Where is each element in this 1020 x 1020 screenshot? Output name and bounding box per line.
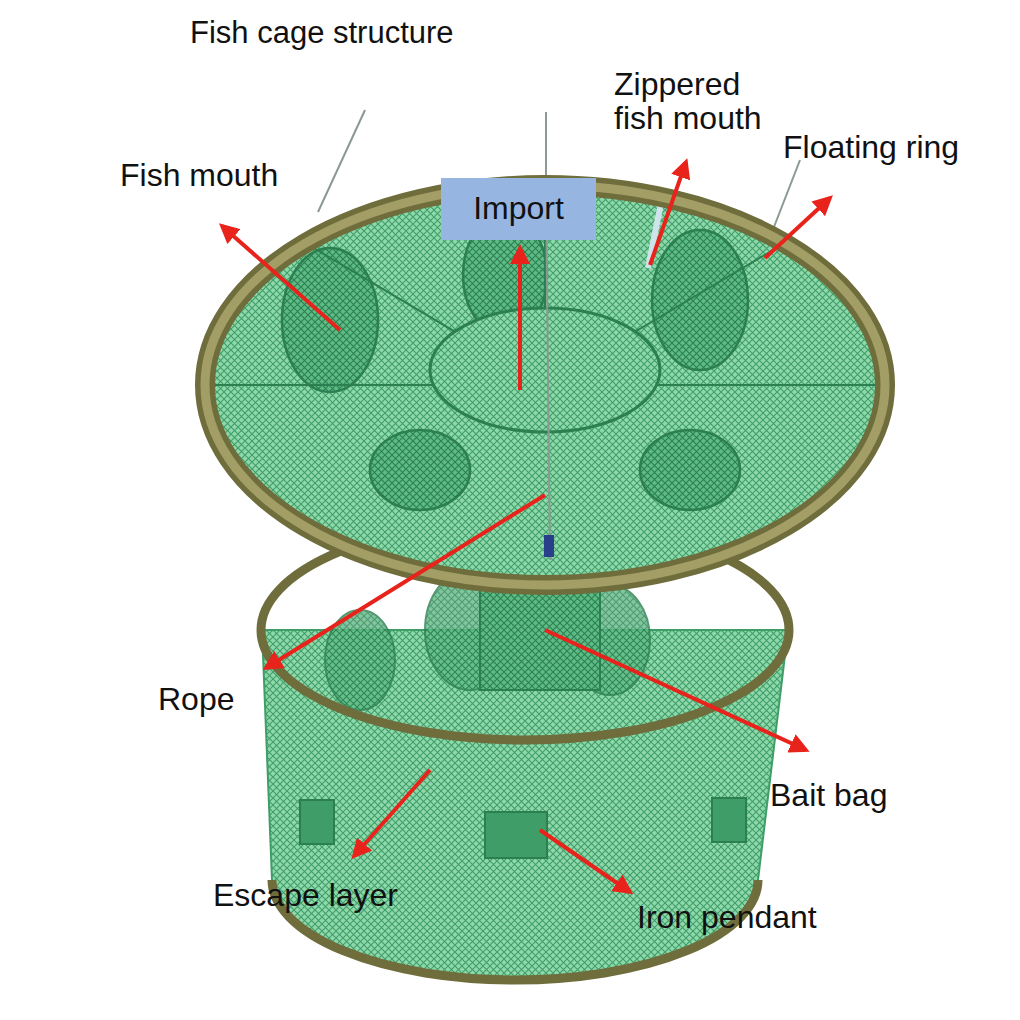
part-label: Rope	[158, 682, 235, 717]
leader-arrow	[545, 630, 806, 750]
floating-ring-highlight	[205, 185, 885, 585]
box-text: Import	[473, 191, 564, 226]
rope-clip	[544, 535, 554, 557]
leader-arrow	[354, 770, 430, 856]
import-box: Import	[441, 178, 596, 240]
title: Fish cage structure	[190, 16, 454, 50]
leader-arrow	[650, 162, 686, 265]
top-funnels	[282, 215, 748, 510]
floating-ring	[205, 185, 885, 585]
part-label: Iron pendant	[637, 900, 817, 935]
top-mesh	[205, 185, 885, 585]
part-label: Escape layer	[213, 878, 398, 913]
leader-arrow	[540, 830, 630, 892]
part-label: Bait bag	[770, 778, 887, 813]
part-label: Zippered fish mouth	[614, 68, 779, 135]
part-label: Fish mouth	[120, 158, 278, 193]
center-rope	[546, 190, 550, 560]
center-opening	[430, 308, 660, 432]
leader-arrow	[222, 226, 340, 330]
leader-arrow	[266, 495, 545, 668]
leader-arrows	[222, 162, 830, 892]
leader-arrow	[518, 248, 522, 390]
leader-arrow	[765, 198, 830, 258]
part-label: Floating ring	[783, 130, 959, 165]
iron-pendants	[300, 798, 746, 858]
